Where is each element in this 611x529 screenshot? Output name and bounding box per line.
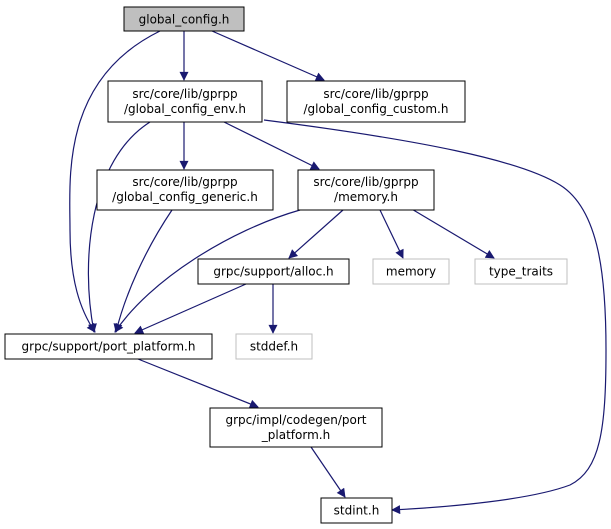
node-global-config-label-1: global_config.h <box>139 13 230 27</box>
edge-impl-to-stdint <box>310 446 346 498</box>
edge-env-to-memory-h <box>223 121 320 170</box>
node-alloc-label: grpc/support/alloc.h <box>213 265 333 279</box>
node-global-config-env-label-1: src/core/lib/gprpp <box>132 87 237 101</box>
node-global-config-generic-label-2: /global_config_generic.h <box>112 190 258 204</box>
edge-memory-h-to-port-platform <box>114 209 301 333</box>
node-stddef-label: stddef.h <box>250 340 298 354</box>
edge-env-to-stdint <box>263 119 607 515</box>
node-memory-header[interactable]: src/core/lib/gprpp /memory.h <box>297 169 435 211</box>
node-memory-header-label-1: src/core/lib/gprpp <box>313 175 418 189</box>
node-global-config-generic[interactable]: src/core/lib/gprpp /global_config_generi… <box>96 169 274 211</box>
edge-env-to-port-platform <box>87 121 151 333</box>
node-impl-port-platform-label-1: grpc/impl/codegen/port <box>225 413 366 427</box>
edge-port-platform-to-impl <box>137 358 259 409</box>
node-global-config-custom[interactable]: src/core/lib/gprpp /global_config_custom… <box>286 80 466 123</box>
node-stdint[interactable]: stdint.h <box>320 497 393 524</box>
node-global-config[interactable]: global_config.h <box>123 6 245 32</box>
edge-memory-h-to-type-traits <box>409 207 495 259</box>
node-impl-port-platform[interactable]: grpc/impl/codegen/port _platform.h <box>209 407 383 448</box>
node-type-traits[interactable]: type_traits <box>474 258 568 285</box>
node-port-platform-label: grpc/support/port_platform.h <box>22 340 196 354</box>
node-global-config-custom-label-1: src/core/lib/gprpp <box>323 87 428 101</box>
node-global-config-env-label-2: /global_config_env.h <box>124 102 246 116</box>
edge-alloc-to-port-platform <box>134 283 247 334</box>
node-stdint-label: stdint.h <box>334 504 380 518</box>
edge-memory-h-to-memory <box>379 209 404 259</box>
edge-global-config-to-custom <box>211 30 325 81</box>
node-memory[interactable]: memory <box>372 258 450 285</box>
node-memory-header-label-2: /memory.h <box>334 190 398 204</box>
node-global-config-custom-label-2: /global_config_custom.h <box>304 102 449 116</box>
node-alloc[interactable]: grpc/support/alloc.h <box>197 258 350 285</box>
node-port-platform[interactable]: grpc/support/port_platform.h <box>4 333 213 360</box>
edge-memory-h-to-alloc <box>288 209 344 259</box>
node-global-config-env[interactable]: src/core/lib/gprpp /global_config_env.h <box>107 80 263 123</box>
edge-global-config-to-port-platform <box>69 30 161 333</box>
node-type-traits-label: type_traits <box>489 265 553 279</box>
node-impl-port-platform-label-2: _platform.h <box>261 428 330 442</box>
node-memory-label: memory <box>386 265 436 279</box>
edge-generic-to-port-platform <box>113 209 173 333</box>
node-stddef[interactable]: stddef.h <box>235 333 313 360</box>
node-global-config-generic-label-1: src/core/lib/gprpp <box>132 175 237 189</box>
